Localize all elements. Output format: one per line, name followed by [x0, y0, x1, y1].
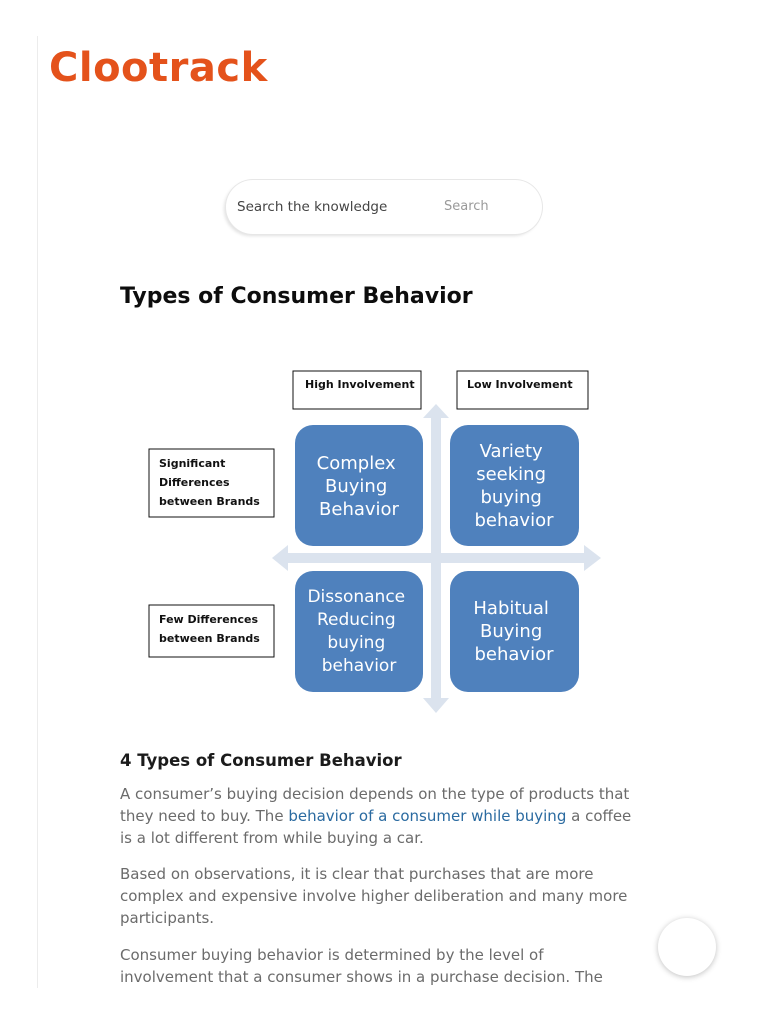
- svg-text:Complex Buying Beh: Complex Buying Behavior: [317, 453, 402, 520]
- consumer-behavior-link[interactable]: behavior of a consumer while buying: [288, 807, 567, 825]
- quadrant-text: behavior: [322, 656, 397, 676]
- quadrant-text: Dissonance: [307, 587, 405, 607]
- search-bar: Search: [226, 180, 542, 234]
- axis-arrows: [272, 404, 601, 713]
- row-label-few: Few Differences between Brands: [148, 604, 275, 658]
- quadrant-text: behavior: [474, 644, 554, 665]
- svg-text:Variety seeking bu: Variety seeking buying behavior: [474, 441, 554, 531]
- quadrant-habitual-buying: Habitual Buying behavior: [450, 571, 579, 692]
- quadrant-text: buying: [327, 633, 385, 653]
- paragraph-1: A consumer’s buying decision depends on …: [120, 783, 640, 849]
- search-input[interactable]: [226, 180, 416, 234]
- quadrant-variety-seeking: Variety seeking buying behavior: [450, 425, 579, 546]
- row-label-significant-line: Significant: [159, 457, 225, 470]
- column-label-low-text: Low Involvement: [467, 378, 573, 391]
- column-label-high: High Involvement: [292, 370, 422, 410]
- quadrant-text: Behavior: [319, 499, 400, 520]
- paragraph-2: Based on observations, it is clear that …: [120, 865, 628, 927]
- quadrant-text: Variety: [480, 441, 543, 462]
- quadrant-text: Buying: [480, 621, 542, 642]
- arrow-up: [423, 404, 449, 418]
- paragraph-1-text-a: A consumer’s buying decision depends on …: [120, 785, 630, 825]
- arrow-right: [584, 545, 601, 571]
- quadrant-text: behavior: [474, 510, 554, 531]
- page-title: Types of Consumer Behavior: [120, 284, 473, 309]
- floating-action-button[interactable]: [658, 918, 716, 976]
- column-label-high-text: High Involvement: [305, 378, 415, 391]
- paragraph-1-text-b: a coffee is a lot different from while b…: [120, 807, 632, 847]
- page-left-border: [37, 36, 38, 988]
- svg-text:Dissonance Reducing: Dissonance Reducing buying behavior: [307, 587, 410, 676]
- row-label-few-line: Few Differences: [159, 613, 258, 626]
- brand-logo[interactable]: Clootrack: [49, 45, 268, 91]
- quadrant-text: Habitual: [473, 598, 549, 619]
- row-label-significant-line: Differences: [159, 476, 230, 489]
- quadrant-text: Reducing: [317, 610, 396, 630]
- quadrant-text: Buying: [325, 476, 387, 497]
- column-label-low: Low Involvement: [456, 370, 589, 410]
- quadrant-text: seeking: [476, 464, 546, 485]
- quadrant-text: buying: [480, 487, 541, 508]
- arrow-down: [423, 698, 449, 713]
- arrow-left: [272, 545, 288, 571]
- quadrant-dissonance-reducing: Dissonance Reducing buying behavior: [295, 571, 423, 692]
- svg-text:Few Differences between: Few Differences between Brands: [159, 613, 262, 645]
- row-label-significant: Significant Differences between Brands: [148, 448, 275, 518]
- svg-text:Habitual Buying be: Habitual Buying behavior: [473, 598, 554, 665]
- section-heading: 4 Types of Consumer Behavior: [120, 751, 402, 770]
- row-label-few-line: between Brands: [159, 632, 260, 645]
- svg-text:Significant Differences: Significant Differences between Brands: [159, 457, 260, 508]
- quadrant-complex-buying: Complex Buying Behavior: [295, 425, 423, 546]
- row-label-significant-line: between Brands: [159, 495, 260, 508]
- consumer-behavior-matrix-diagram: High Involvement Low Involvement Signifi…: [148, 370, 601, 713]
- quadrant-text: Complex: [317, 453, 396, 474]
- search-button[interactable]: Search: [444, 199, 489, 214]
- horizontal-axis: [286, 553, 586, 563]
- paragraph-3: Consumer buying behavior is determined b…: [120, 946, 603, 986]
